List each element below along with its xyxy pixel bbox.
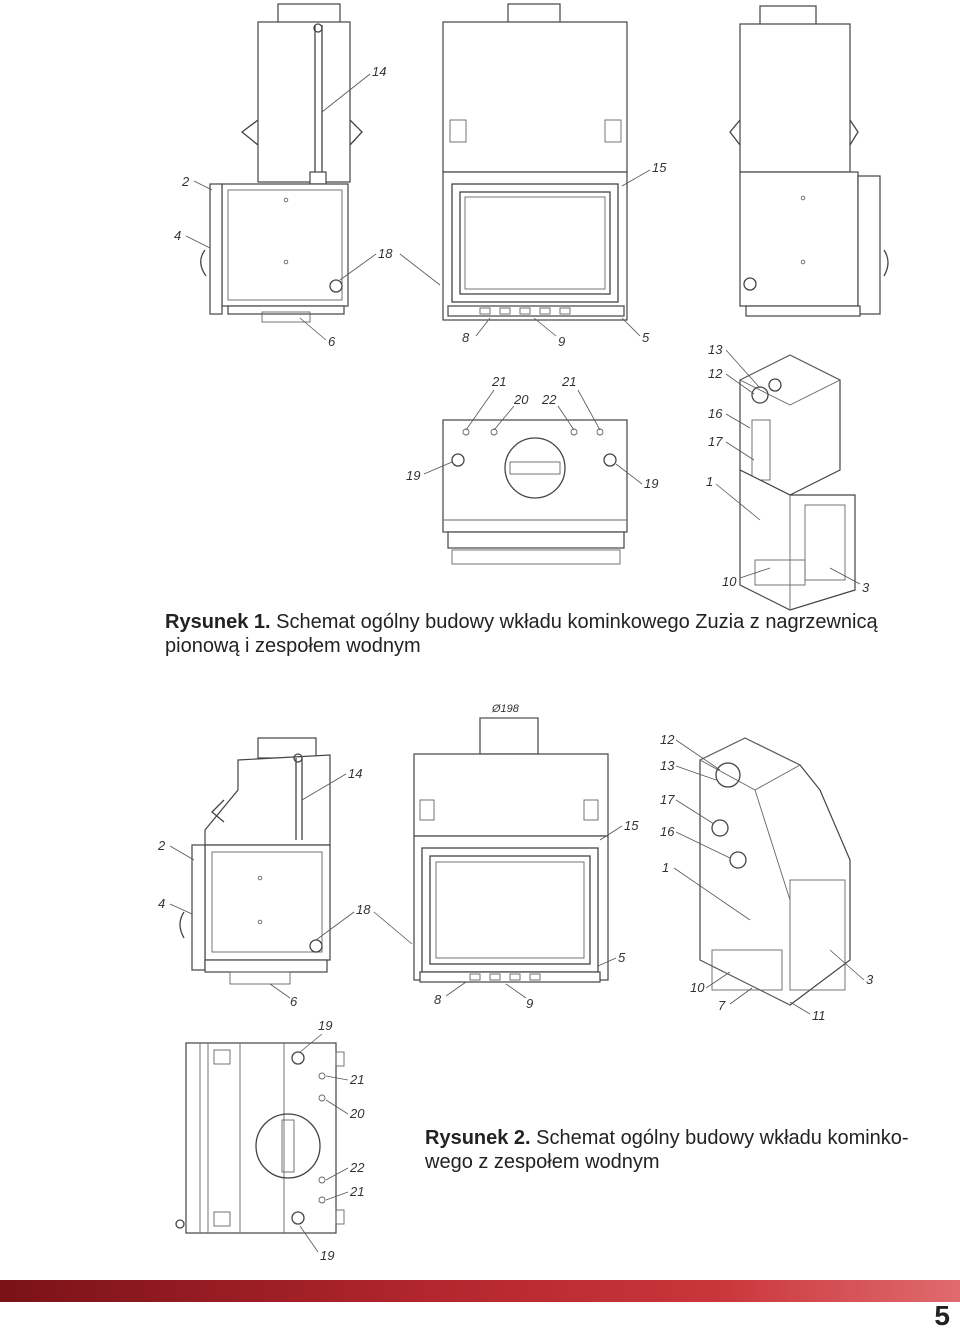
callout-label: 5 [618,950,626,965]
callout-label: 18 [378,246,393,261]
figure-2-label: Rysunek 2. [425,1127,531,1149]
callout-label: 6 [290,994,298,1009]
fig1-side-view [200,3,363,323]
callout-label: 21 [349,1184,364,1199]
callout-label: 20 [349,1106,365,1121]
figure-2-caption-line1: Schemat ogólny budowy wkładu kominko- [536,1127,909,1149]
callout-label: 21 [349,1072,364,1087]
callout-label: 14 [348,766,362,781]
callout-label: 5 [642,330,650,345]
callout-label: 10 [690,980,705,995]
callout-label: 19 [644,476,658,491]
callout-label: 8 [434,992,442,1007]
fig2-callouts: 14 2 4 18 6 15 5 8 9 12 13 17 16 1 3 10 … [157,732,874,1263]
callout-label: 14 [372,64,386,79]
fig2-front-view: Ø198 [413,703,609,983]
callout-label: 11 [812,1008,826,1023]
fig1-isometric-view [738,354,856,611]
callout-label: 12 [708,366,723,381]
callout-label: 18 [356,902,371,917]
footer-band [0,1280,960,1302]
callout-label: 10 [722,574,737,589]
callout-label: 19 [318,1018,332,1033]
callout-label: 16 [660,824,675,839]
callout-label: 19 [406,468,420,483]
fig1-side-view-right [729,5,889,317]
figure-1-label: Rysunek 1. [165,611,271,633]
callout-label: 3 [862,580,870,595]
callout-label: 15 [652,160,667,175]
callout-label: 16 [708,406,723,421]
dimension-label: Ø198 [491,703,520,715]
callout-label: 2 [181,174,190,189]
callout-label: 21 [561,374,576,389]
figure-1-caption-text: Schemat ogólny budowy wkładu kominkowego… [165,611,878,657]
technical-drawings: 14 2 4 18 6 15 8 9 5 21 20 22 21 19 19 1… [157,3,889,1263]
fig1-top-view [442,419,628,565]
callout-label: 13 [708,342,723,357]
callout-label: 3 [866,972,874,987]
callout-label: 6 [328,334,336,349]
figure-2-caption-line2: wego z zespołem wodnym [425,1151,660,1173]
callout-label: 20 [513,392,529,407]
figure-2-caption: Rysunek 2. Schemat ogólny budowy wkładu … [425,1126,925,1174]
fig1-callouts: 14 2 4 18 6 15 8 9 5 21 20 22 21 19 19 1… [174,64,870,595]
callout-label: 13 [660,758,675,773]
callout-label: 2 [157,838,166,853]
fig2-isometric-view [699,737,851,1006]
callout-label: 9 [558,334,565,349]
callout-label: 7 [718,998,726,1013]
callout-label: 19 [320,1248,334,1263]
page-number: 5 [934,1300,950,1331]
callout-label: 4 [174,228,181,243]
callout-label: 9 [526,996,533,1011]
callout-label: 1 [706,474,713,489]
callout-label: 21 [491,374,506,389]
callout-label: 22 [541,392,557,407]
callout-label: 17 [708,434,723,449]
callout-label: 12 [660,732,675,747]
figure-1-caption: Rysunek 1. Schemat ogólny budowy wkładu … [165,610,925,658]
fig2-side-view [179,737,331,985]
callout-label: 17 [660,792,675,807]
callout-label: 1 [662,860,669,875]
callout-label: 4 [158,896,165,911]
fig1-front-view [442,3,628,321]
callout-label: 15 [624,818,639,833]
callout-label: 8 [462,330,470,345]
fig2-top-view [175,1042,345,1234]
callout-label: 22 [349,1160,365,1175]
